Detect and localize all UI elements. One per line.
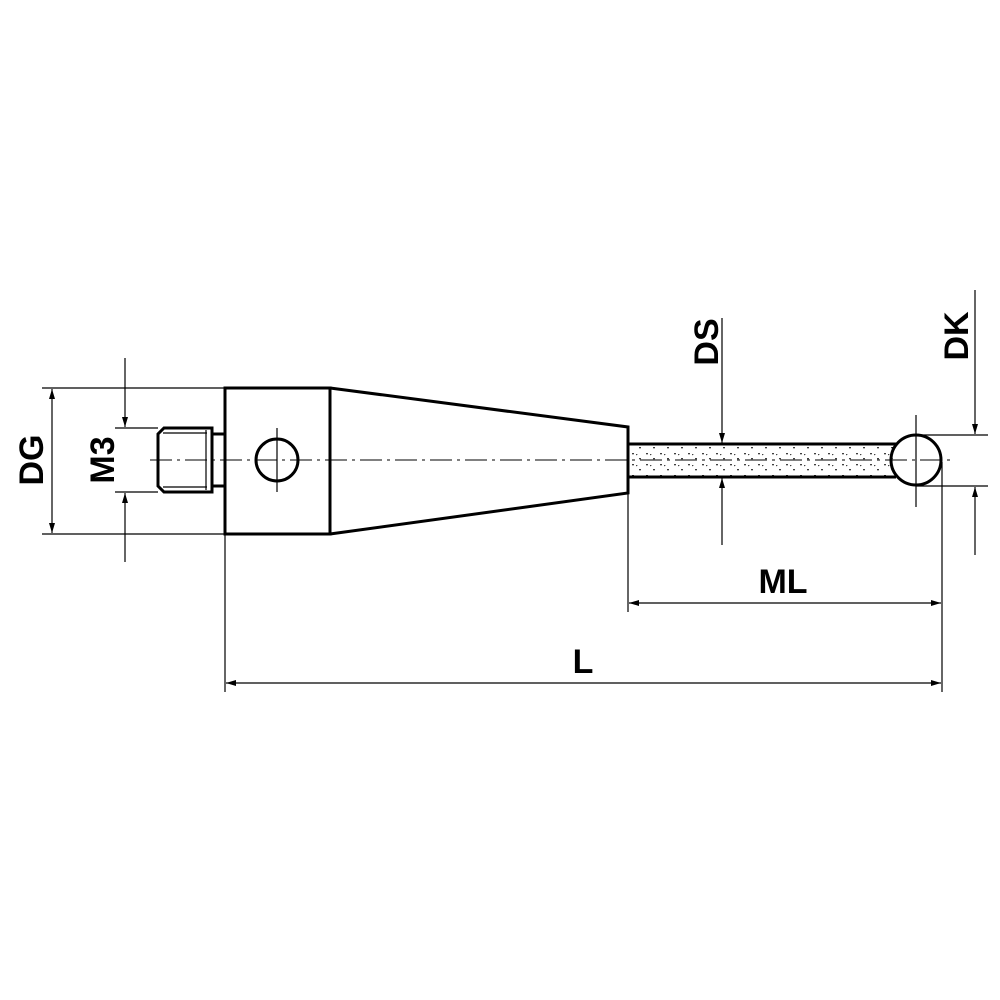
ml-label: ML xyxy=(758,563,807,601)
stylus-ball xyxy=(889,415,943,507)
dimension-dk: DK xyxy=(916,290,988,555)
dimension-ml: ML xyxy=(627,462,943,692)
dimension-dg: DG xyxy=(13,387,225,535)
dimension-m3: M3 xyxy=(84,358,158,562)
l-label: L xyxy=(573,643,594,681)
thread-m3 xyxy=(156,426,225,494)
stylus-body xyxy=(223,386,630,536)
dimension-l: L xyxy=(224,534,941,692)
dimension-ds: DS xyxy=(688,318,726,545)
ds-label: DS xyxy=(688,318,726,365)
dk-label: DK xyxy=(938,311,976,361)
dg-label: DG xyxy=(13,435,51,486)
m3-label: M3 xyxy=(84,436,122,483)
stylus-stem xyxy=(628,442,896,479)
